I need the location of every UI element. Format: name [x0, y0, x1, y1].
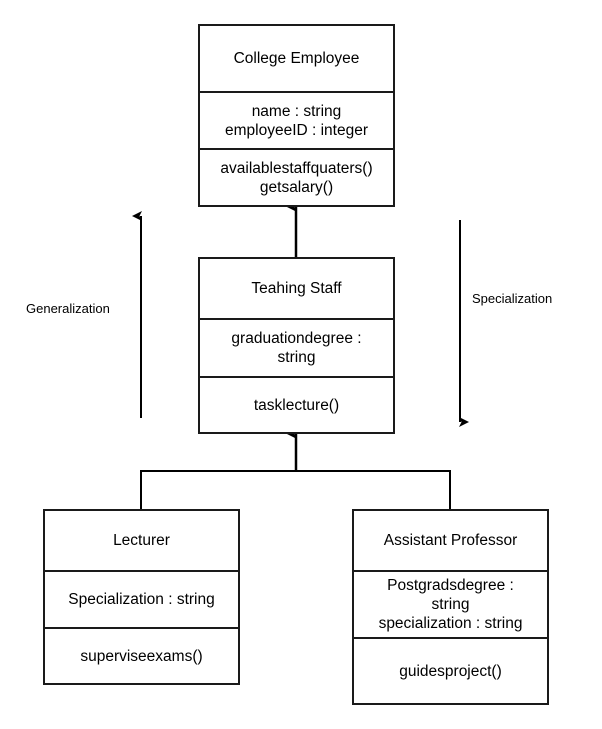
class-name: College Employee: [200, 26, 393, 91]
method: superviseexams(): [80, 647, 203, 665]
methods-section: superviseexams(): [45, 627, 238, 683]
attributes-section: graduationdegree : string: [200, 318, 393, 376]
attributes-section: name : string employeeID : integer: [200, 91, 393, 148]
class-assistant-professor[interactable]: Assistant Professor Postgradsdegree : st…: [352, 509, 549, 705]
class-name: Lecturer: [45, 511, 238, 570]
method: availablestaffquaters(): [220, 159, 373, 177]
attribute: string: [431, 596, 470, 613]
class-title: College Employee: [233, 50, 360, 67]
attributes-section: Specialization : string: [45, 570, 238, 627]
class-name: Assistant Professor: [354, 511, 547, 570]
attribute: string: [277, 349, 316, 366]
attribute: employeeID : integer: [224, 121, 369, 139]
class-name: Teahing Staff: [200, 259, 393, 318]
class-title: Assistant Professor: [383, 532, 518, 549]
class-title: Teahing Staff: [251, 280, 342, 297]
attribute: graduationdegree :: [231, 330, 362, 347]
method: getsalary(): [259, 178, 334, 196]
methods-section: availablestaffquaters() getsalary(): [200, 148, 393, 205]
attribute: Postgradsdegree :: [387, 577, 514, 594]
attribute: name : string: [251, 102, 342, 120]
attribute: Specialization : string: [68, 591, 215, 608]
method: tasklecture(): [253, 396, 340, 414]
specialization-label: Specialization: [472, 291, 553, 306]
method: guidesproject(): [399, 662, 502, 680]
class-college-employee[interactable]: College Employee name : string employeeI…: [198, 24, 395, 207]
methods-section: guidesproject(): [354, 637, 547, 703]
generalization-label: Generalization: [26, 301, 110, 316]
class-title: Lecturer: [113, 532, 170, 549]
class-teaching-staff[interactable]: Teahing Staff graduationdegree : string …: [198, 257, 395, 434]
class-lecturer[interactable]: Lecturer Specialization : string supervi…: [43, 509, 240, 685]
methods-section: tasklecture(): [200, 376, 393, 432]
connector-branch: [140, 470, 451, 510]
attributes-section: Postgradsdegree : string specialization …: [354, 570, 547, 637]
attribute: specialization : string: [378, 615, 523, 632]
